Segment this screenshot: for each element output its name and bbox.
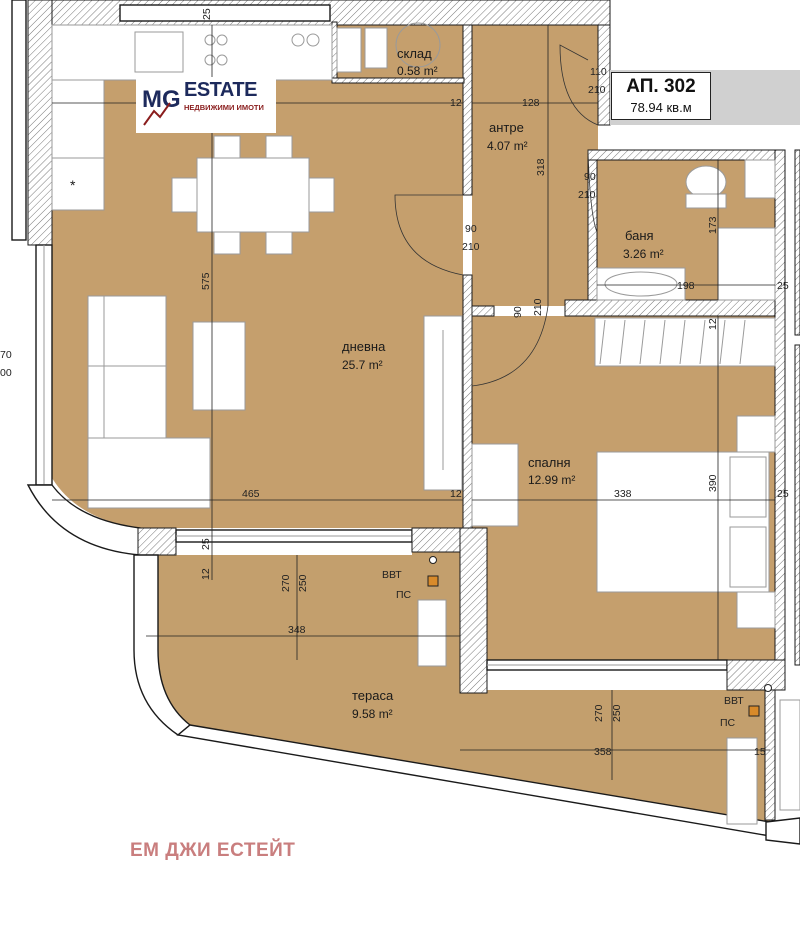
wardrobe xyxy=(594,317,776,367)
symbol-labels: ВВТ ПС ВВТ ПС xyxy=(382,569,744,729)
dim-label: 110 xyxy=(590,66,607,78)
furniture: * xyxy=(51,22,800,825)
dim-label: 173 xyxy=(707,216,719,234)
dim-label: 390 xyxy=(707,474,719,492)
dim-label: 12 xyxy=(450,97,462,109)
dim-label: 15 xyxy=(754,746,766,758)
svg-text:MG: MG xyxy=(142,86,181,113)
kitchen-counter xyxy=(51,24,333,81)
dim-label: 250 xyxy=(611,704,623,722)
dim-label: 00 xyxy=(0,367,12,379)
apartment-label: АП. 302 78.94 кв.м xyxy=(611,72,711,120)
storage-area: 0.58 m² xyxy=(397,64,438,78)
dim-label: 12 xyxy=(450,488,462,500)
dim-label: 25 xyxy=(201,8,213,20)
dim-label: 90 xyxy=(465,223,477,235)
bedroom-area: 12.99 m² xyxy=(528,473,575,487)
ventilation-icon xyxy=(429,556,437,564)
terrace-name: тераса xyxy=(352,688,394,703)
apartment-number: АП. 302 xyxy=(626,76,696,97)
dim-label: 210 xyxy=(462,241,480,253)
dim-label: 198 xyxy=(677,280,695,292)
desk xyxy=(471,443,519,527)
bedroom-name: спалня xyxy=(528,455,571,470)
shaft-icon xyxy=(748,705,760,717)
dim-label: 348 xyxy=(288,624,306,636)
dim-label: 128 xyxy=(522,97,540,109)
living-name: дневна xyxy=(342,339,386,354)
room-labels: склад 0.58 m² антре 4.07 m² баня 3.26 m²… xyxy=(342,46,664,721)
toilet xyxy=(685,165,727,199)
ventilation-icon xyxy=(764,684,772,692)
walls xyxy=(11,0,800,845)
coffee-table xyxy=(192,321,246,411)
dining-table xyxy=(196,157,310,233)
living-area: 25.7 m² xyxy=(342,358,383,372)
vvt-label: ВВТ xyxy=(724,695,744,707)
svg-text:*: * xyxy=(70,177,76,193)
bathtub xyxy=(596,267,686,301)
dim-label: 338 xyxy=(614,488,632,500)
dim-label: 25 xyxy=(200,538,212,550)
terrace-floor xyxy=(158,552,770,822)
dim-label: 358 xyxy=(594,746,612,758)
doors xyxy=(394,44,599,387)
logo-brand-text: ESTATE xyxy=(184,79,257,101)
shower xyxy=(717,227,776,301)
dim-label: 90 xyxy=(584,171,596,183)
dim-label: 270 xyxy=(593,704,605,722)
watermark-text: ЕМ ДЖИ ЕСТЕЙТ xyxy=(130,840,296,861)
vvt-label: ВВТ xyxy=(382,569,402,581)
dim-label: 250 xyxy=(297,574,309,592)
fridge xyxy=(51,157,105,211)
dim-label: 575 xyxy=(200,272,212,290)
bath-area: 3.26 m² xyxy=(623,247,664,261)
brand-logo: MG ESTATE НЕДВИЖИМИ ИМОТИ xyxy=(136,77,276,133)
terrace-area: 9.58 m² xyxy=(352,707,393,721)
dim-label: 465 xyxy=(242,488,260,500)
hall-name: антре xyxy=(489,120,524,135)
dim-label: 70 xyxy=(0,349,12,361)
hall-floor xyxy=(472,25,598,306)
dim-label: 25 xyxy=(777,488,789,500)
dim-label: 318 xyxy=(535,158,547,176)
apartment-total-area: 78.94 кв.м xyxy=(630,100,692,115)
storage-name: склад xyxy=(397,46,432,61)
ps-label: ПС xyxy=(720,717,736,729)
dim-label: 90 xyxy=(512,306,524,318)
dimension-labels: 25 110 210 128 12 318 90 210 173 90 210 … xyxy=(0,8,789,758)
dim-label: 210 xyxy=(532,298,544,316)
dim-label: 12 xyxy=(200,568,212,580)
hall-area: 4.07 m² xyxy=(487,139,528,153)
logo-mark-icon: MG xyxy=(142,86,181,126)
dim-label: 270 xyxy=(280,574,292,592)
dim-label: 210 xyxy=(578,189,596,201)
ps-label: ПС xyxy=(396,589,412,601)
bath-name: баня xyxy=(625,228,654,243)
shaft-icon xyxy=(427,575,439,587)
dim-label: 25 xyxy=(777,280,789,292)
logo-tagline: НЕДВИЖИМИ ИМОТИ xyxy=(184,103,264,112)
dim-label: 12 xyxy=(707,318,719,330)
dim-label: 210 xyxy=(588,84,606,96)
service-symbols xyxy=(427,556,772,717)
